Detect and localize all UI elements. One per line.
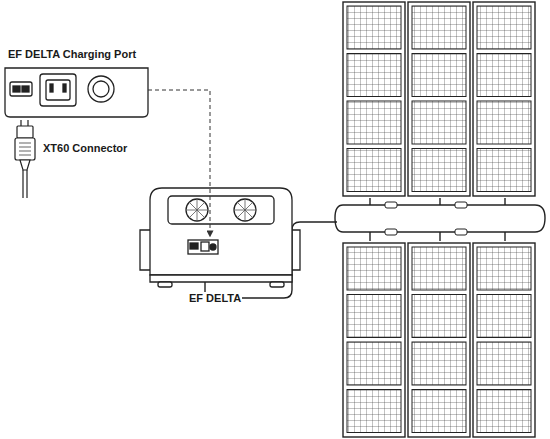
port-title: EF DELTA Charging Port: [7, 48, 137, 61]
solar-cell: [412, 390, 466, 433]
solar-cell: [347, 6, 401, 49]
solar-cell: [347, 149, 401, 192]
solar-cell: [477, 342, 531, 385]
solar-cell: [412, 6, 466, 49]
solar-cell: [473, 243, 535, 437]
solar-cell: [347, 390, 401, 433]
inset-leader: [148, 90, 210, 236]
solar-cell: [477, 6, 531, 49]
solar-cell: [412, 54, 466, 97]
solar-panels: [343, 2, 535, 437]
solar-cell: [347, 342, 401, 385]
solar-cell: [477, 149, 531, 192]
cable-connectors: [385, 202, 467, 235]
solar-cell: [347, 247, 401, 290]
solar-cell: [347, 295, 401, 338]
solar-cell: [412, 149, 466, 192]
solar-cell: [408, 243, 470, 437]
solar-cell: [477, 295, 531, 338]
solar-cell: [408, 2, 470, 196]
charging-port-inset: [5, 68, 148, 117]
solar-cell: [347, 101, 401, 144]
solar-cell: [477, 390, 531, 433]
solar-cell: [347, 54, 401, 97]
device-label: EF DELTA: [188, 292, 242, 305]
solar-cell: [412, 247, 466, 290]
solar-cell: [412, 295, 466, 338]
ef-delta-unit: [140, 188, 300, 287]
solar-cell: [343, 2, 405, 196]
connector-label: XT60 Connector: [42, 142, 128, 155]
solar-cell: [477, 54, 531, 97]
solar-cell: [473, 2, 535, 196]
xt60-connector: [15, 120, 35, 198]
solar-cell: [412, 342, 466, 385]
solar-cell: [412, 101, 466, 144]
fan-blades: [186, 199, 256, 221]
solar-cell: [477, 247, 531, 290]
solar-cell: [477, 101, 531, 144]
solar-cell: [343, 243, 405, 437]
